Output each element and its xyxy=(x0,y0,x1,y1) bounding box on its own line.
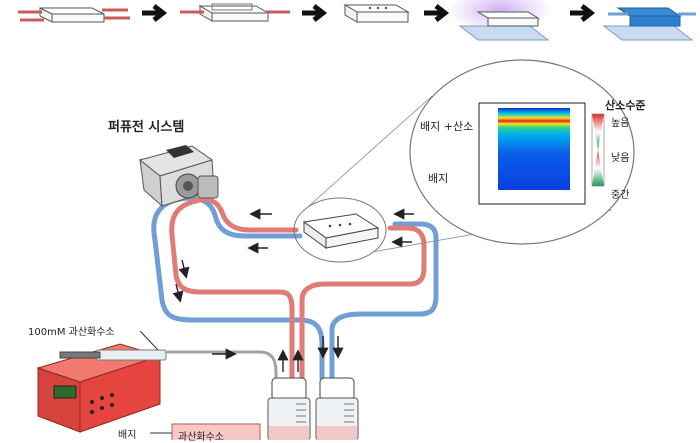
syringe-pump-display xyxy=(53,385,77,399)
tubing xyxy=(151,195,439,384)
flow-arrows xyxy=(172,208,414,372)
step-5-chip-stained xyxy=(602,7,696,41)
magnifier-ring xyxy=(293,197,387,263)
step-arrow-icon xyxy=(142,4,168,22)
syringe-pump xyxy=(36,343,167,433)
legend-bar-top xyxy=(592,114,604,150)
step-4-chip-plate xyxy=(448,0,552,41)
arrow-icon xyxy=(178,259,190,279)
bottle-left xyxy=(267,377,311,440)
microfluidic-chip xyxy=(302,213,380,249)
oxygen-heatmap xyxy=(498,108,570,190)
syringe-barrel xyxy=(95,349,167,361)
zoom-line xyxy=(299,95,433,215)
legend-high: 높음 xyxy=(611,118,630,129)
legend-title: 산소수준 xyxy=(605,99,646,112)
bottom-label: 배지 xyxy=(118,430,137,441)
legend-low: 낮음 xyxy=(611,153,630,164)
oxygen-inset xyxy=(409,59,635,245)
step-arrow-icon xyxy=(570,4,596,22)
step-3-chip-block xyxy=(343,4,410,23)
bottom-box-text: 과산화수소 xyxy=(178,432,224,443)
pump-display xyxy=(166,145,194,158)
syringe-label: 100mM 과산화수소 xyxy=(28,327,115,338)
red-tube xyxy=(169,197,427,381)
inset-label-top: 배지 +산소 xyxy=(420,120,474,133)
system-title: 퍼퓨전 시스템 xyxy=(108,120,185,135)
step-2-chip-block xyxy=(180,3,290,22)
step-arrow-icon xyxy=(302,4,328,22)
legend-bar-bottom xyxy=(592,150,604,186)
legend-mid: 중간 xyxy=(611,190,630,201)
step-1-chip-block xyxy=(18,7,130,23)
syringe-line xyxy=(166,350,278,384)
step-arrow-icon xyxy=(424,4,450,22)
bottle-right xyxy=(315,377,359,440)
inset-label-bottom: 배지 xyxy=(428,172,449,185)
workflow-strip xyxy=(18,0,696,41)
arrow-icon xyxy=(172,283,184,303)
peristaltic-pump xyxy=(138,145,219,208)
bottom-box xyxy=(171,423,261,440)
